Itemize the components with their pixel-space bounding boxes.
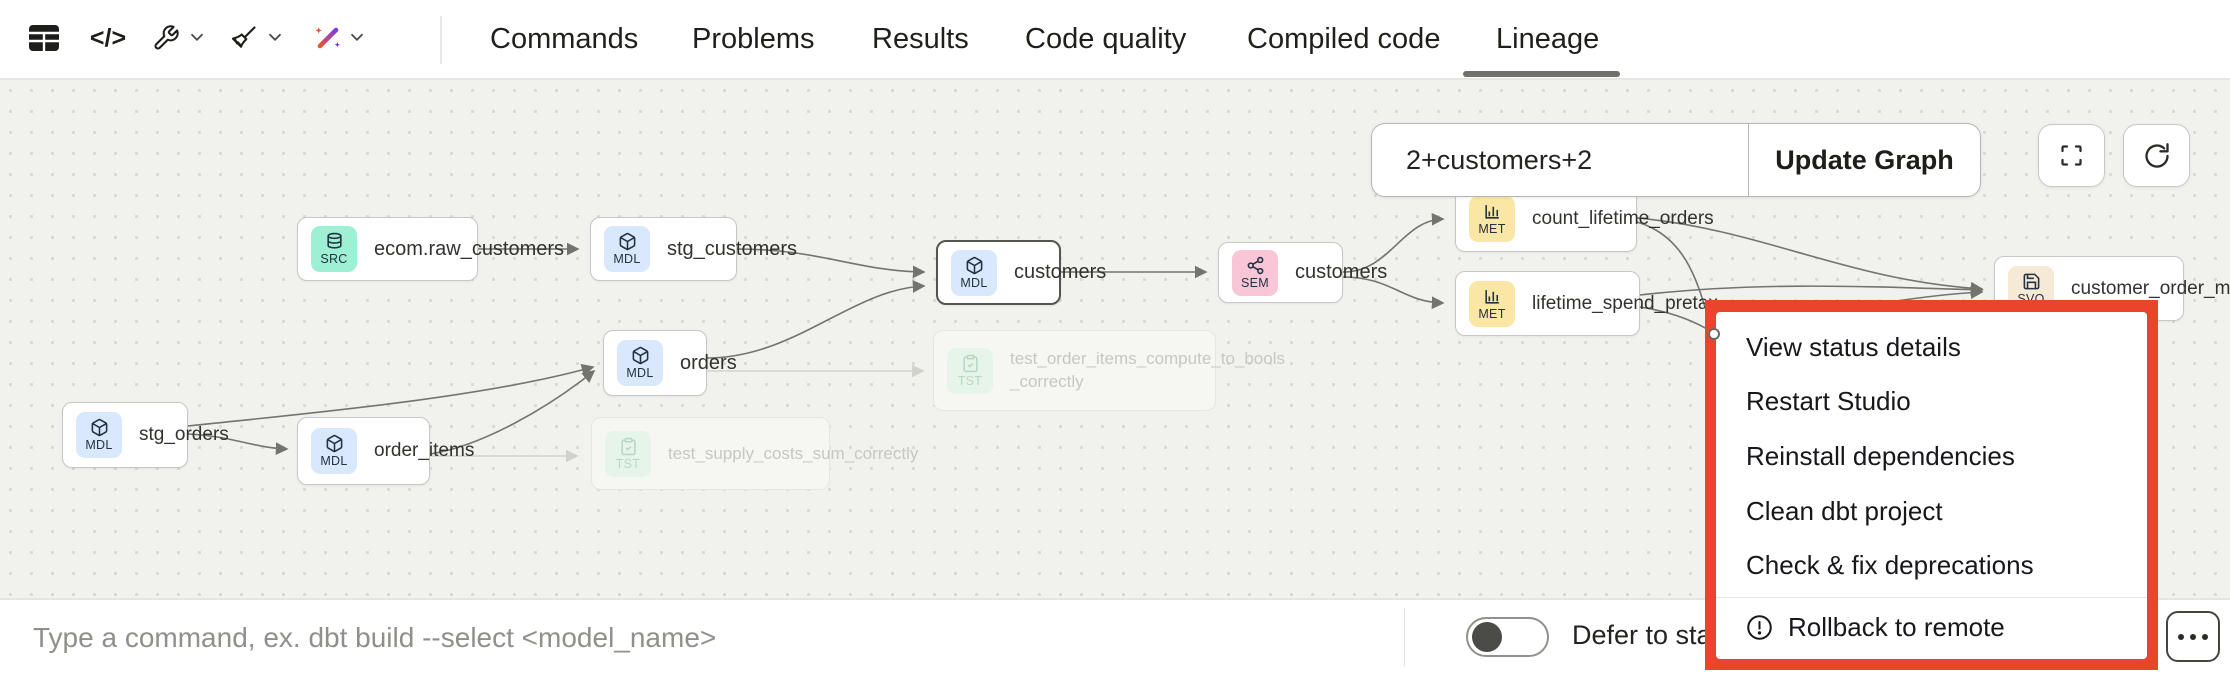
cube-icon: MDL [311, 428, 357, 474]
refresh-button[interactable] [2123, 124, 2190, 187]
defer-toggle[interactable] [1466, 617, 1549, 657]
tab-results[interactable]: Results [872, 22, 969, 55]
tab-compiled-code[interactable]: Compiled code [1247, 22, 1441, 55]
toolbar-divider [440, 16, 442, 64]
share-nodes-icon: SEM [1232, 249, 1278, 296]
command-input[interactable] [33, 612, 1373, 664]
graph-selector-bar: 2+customers+2 Update Graph [1371, 123, 1981, 197]
fullscreen-icon [2061, 145, 2082, 166]
chevron-down-icon[interactable] [264, 26, 286, 48]
node-orders[interactable]: MDL orders [603, 330, 737, 396]
node-test-order-items[interactable]: TST test_order_items_compute_to_bools_co… [933, 330, 1285, 411]
broom-icon[interactable] [226, 14, 262, 62]
menu-item-reinstall-dependencies[interactable]: Reinstall dependencies [1746, 441, 2015, 472]
node-order-items[interactable]: MDL order_items [297, 417, 474, 485]
menu-item-rollback-to-remote[interactable]: Rollback to remote [1716, 602, 2147, 653]
selector-input[interactable]: 2+customers+2 [1406, 144, 1593, 175]
menu-item-check-fix-deprecations[interactable]: Check & fix deprecations [1746, 550, 2034, 581]
cube-icon: MDL [617, 340, 663, 386]
menu-divider [1716, 597, 2147, 599]
table-icon[interactable] [24, 14, 64, 62]
clipboard-check-icon: TST [947, 347, 993, 394]
node-customers-model[interactable]: MDL customers [936, 240, 1106, 305]
node-ecom-raw-customers[interactable]: SRC ecom.raw_customers [297, 217, 564, 281]
node-test-supply-costs[interactable]: TST test_supply_costs_sum_correctly [591, 417, 918, 490]
top-toolbar: </> Commands Problems Results Code quali… [0, 0, 2230, 80]
update-graph-button[interactable]: Update Graph [1748, 124, 1980, 196]
menu-item-restart-studio[interactable]: Restart Studio [1746, 386, 1911, 417]
database-icon: SRC [311, 226, 357, 272]
status-context-menu: View status details Restart Studio Reins… [1716, 312, 2147, 659]
defer-label: Defer to sta [1572, 620, 1712, 650]
command-bar-divider [1404, 608, 1405, 666]
node-count-lifetime-orders[interactable]: MET count_lifetime_orders [1455, 186, 1714, 252]
chevron-down-icon[interactable] [186, 26, 208, 48]
refresh-icon [2144, 142, 2169, 168]
active-tab-indicator [1463, 71, 1620, 77]
toggle-knob [1472, 622, 1502, 652]
menu-item-view-status-details[interactable]: View status details [1746, 331, 1961, 362]
node-stg-orders[interactable]: MDL stg_orders [62, 402, 229, 468]
wrench-icon[interactable] [148, 14, 184, 62]
more-options-button[interactable] [2166, 611, 2220, 662]
bar-chart-icon: MET [1469, 280, 1515, 327]
tab-problems[interactable]: Problems [692, 22, 815, 55]
magic-wand-icon[interactable] [308, 14, 348, 62]
node-stg-customers[interactable]: MDL stg_customers [590, 217, 797, 281]
node-customers-semantic[interactable]: SEM customers [1218, 242, 1387, 303]
tab-code-quality[interactable]: Code quality [1025, 22, 1187, 55]
status-context-menu-highlight: View status details Restart Studio Reins… [1705, 300, 2158, 670]
cube-icon: MDL [604, 226, 650, 272]
bar-chart-icon: MET [1469, 196, 1515, 242]
lineage-edges [187, 212, 1984, 463]
tab-lineage[interactable]: Lineage [1496, 22, 1600, 55]
menu-item-clean-dbt-project[interactable]: Clean dbt project [1746, 495, 1943, 526]
cube-icon: MDL [76, 412, 122, 458]
tab-commands[interactable]: Commands [490, 22, 639, 55]
edge-endpoint-dot [1708, 328, 1720, 340]
chevron-down-icon[interactable] [346, 26, 368, 48]
fullscreen-button[interactable] [2038, 124, 2105, 187]
cube-icon: MDL [951, 249, 997, 296]
ellipsis-icon [2178, 633, 2184, 640]
clipboard-check-icon: TST [605, 430, 651, 477]
alert-circle-icon [1747, 615, 1772, 640]
node-lifetime-spend-pretax[interactable]: MET lifetime_spend_pretax [1455, 271, 1718, 336]
code-icon[interactable]: </> [89, 23, 127, 52]
